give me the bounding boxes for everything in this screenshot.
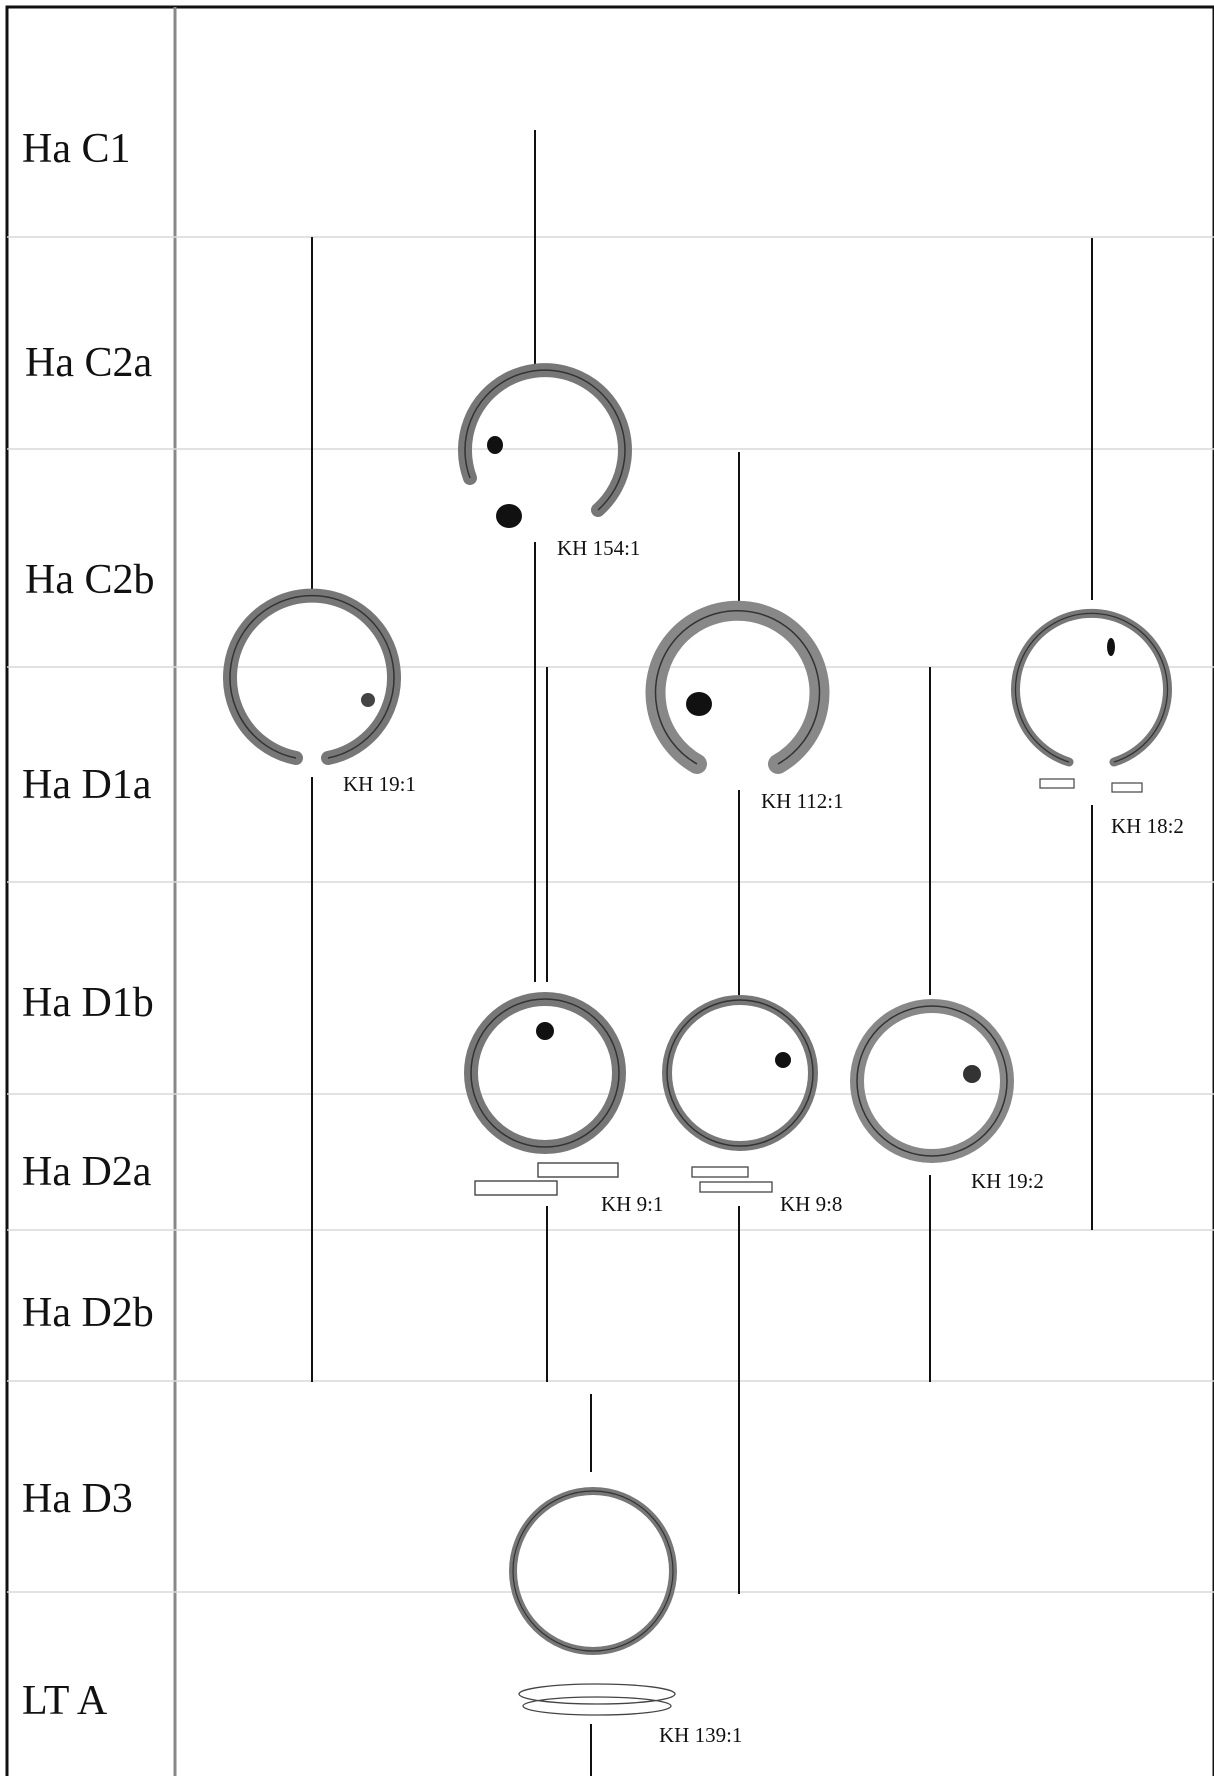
section-dot [1107,638,1115,656]
dating-lines [311,130,1093,1776]
find-label-kh9-1: KH 9:1 [601,1192,663,1216]
find-label-kh19-2: KH 19:2 [971,1169,1044,1193]
side-view [699,1181,773,1193]
section-dot [775,1052,791,1068]
side-view [522,1696,672,1716]
section-dot [963,1065,981,1083]
ring-kh19-1 [223,588,401,765]
side-view [1039,778,1075,789]
find-label-kh154-1: KH 154:1 [557,536,640,560]
section-dot [487,436,503,454]
ring-kh139-1 [509,1487,677,1716]
outer-frame [5,5,1214,1781]
find-label-kh139-1: KH 139:1 [659,1723,742,1747]
period-label-ha-c2a: Ha C2a [25,340,152,386]
period-label-ha-d1b: Ha D1b [22,980,154,1026]
ring-kh19-2 [850,999,1014,1163]
period-label-ha-d3: Ha D3 [22,1476,133,1522]
period-label-ha-d1a: Ha D1a [22,762,152,808]
period-label-ha-d2b: Ha D2b [22,1290,154,1336]
ring-drawings [223,363,1172,1716]
find-label-kh19-1: KH 19:1 [343,772,416,796]
ring-kh154-1 [457,363,632,528]
ring-kh18-2 [1011,608,1172,793]
section-dot [496,504,522,528]
side-view [537,1162,619,1178]
ring-kh9-1 [464,992,626,1196]
find-label-kh9-8: KH 9:8 [780,1192,842,1216]
side-view [1111,782,1143,793]
find-label-kh18-2: KH 18:2 [1111,814,1184,838]
ring-kh112-1 [645,600,830,774]
period-label-ha-c2b: Ha C2b [25,557,155,603]
find-label-kh112-1: KH 112:1 [761,789,844,813]
period-label-ha-d2a: Ha D2a [22,1149,152,1195]
find-labels: KH 154:1 KH 19:1 KH 112:1 KH 18:2 KH 9:1… [343,536,1184,1747]
side-view [691,1166,749,1178]
period-label-ha-c1: Ha C1 [22,126,131,172]
section-dot [686,692,712,716]
ring-kh9-8 [662,995,818,1193]
side-view [518,1683,676,1705]
period-labels: Ha C1 Ha C2a Ha C2b Ha D1a Ha D1b Ha D2a… [22,126,155,1724]
side-view [474,1180,558,1196]
section-dot [536,1022,554,1040]
period-label-lt-a: LT A [22,1678,108,1724]
section-dot [361,693,375,707]
